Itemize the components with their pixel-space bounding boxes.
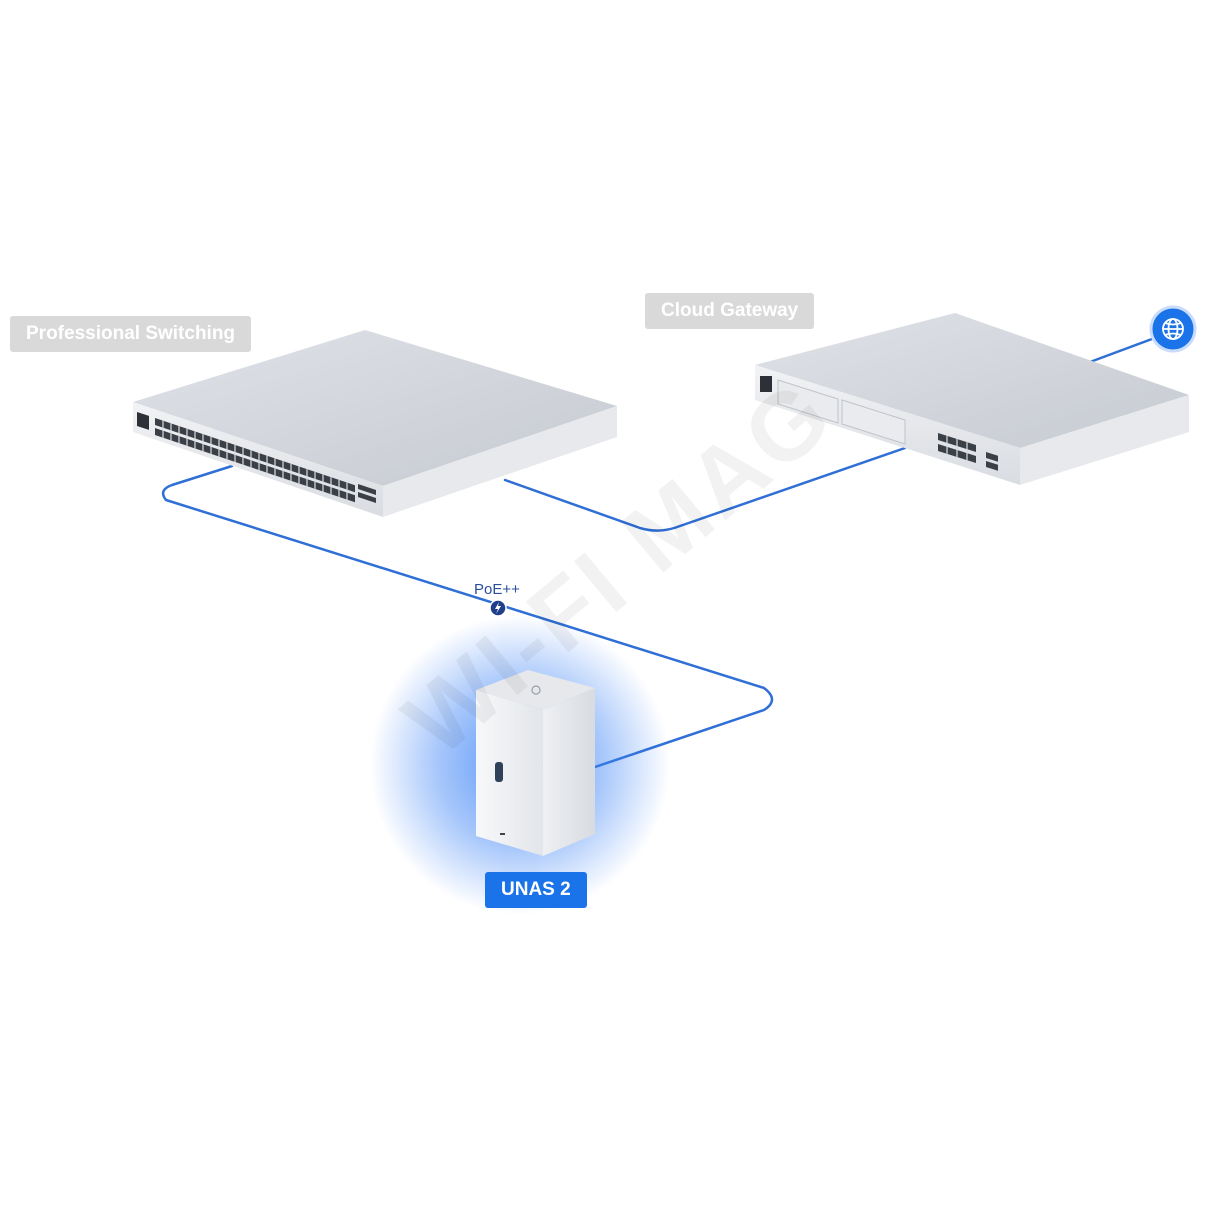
unas-front (476, 690, 543, 856)
unas-bottom-led (500, 833, 505, 835)
link-gateway-to-internet (1088, 334, 1162, 364)
internet-node (1149, 305, 1197, 353)
gateway-top-panel (755, 313, 1189, 448)
unas-top (476, 670, 595, 710)
switch-console-port (137, 411, 149, 430)
professional-switch-device (133, 330, 617, 517)
switch-port-block (155, 418, 355, 503)
switch-top-panel (133, 330, 617, 486)
professional-switching-label: Professional Switching (10, 316, 252, 352)
unas-logo-mark (531, 685, 541, 695)
gateway-side-panel (1020, 395, 1189, 485)
cloud-gateway-label: Cloud Gateway (645, 293, 815, 329)
gateway-port-block (938, 433, 976, 463)
unas-side (543, 688, 595, 856)
gateway-drive-bay-1 (777, 379, 839, 424)
switch-side-panel (383, 406, 617, 517)
switch-sfp-ports (358, 484, 376, 504)
globe-icon (1162, 318, 1184, 340)
gateway-sfp-ports (986, 452, 998, 471)
poe-node (489, 599, 507, 617)
gateway-display (760, 376, 772, 392)
link-switch-to-unas (161, 464, 774, 770)
link-switch-to-gateway (503, 446, 907, 532)
lightning-bolt-icon (495, 602, 501, 614)
unas-label: UNAS 2 (485, 872, 587, 908)
poe-label: PoE++ (474, 581, 520, 598)
cloud-gateway-device (755, 313, 1189, 485)
link-lines (161, 334, 1162, 770)
gateway-drive-bay-2 (841, 399, 906, 445)
unas-device (370, 615, 670, 915)
unas-status-display (495, 762, 503, 782)
